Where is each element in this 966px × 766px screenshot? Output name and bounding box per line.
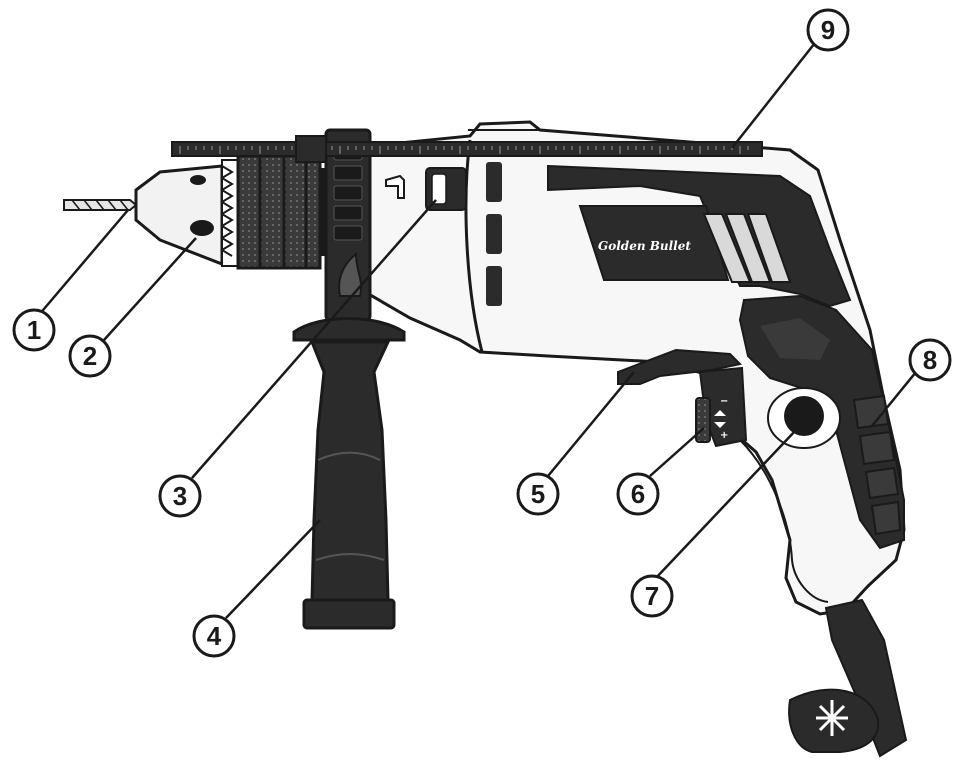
callout-label: 4 xyxy=(207,621,222,651)
brand-logo: Golden Bullet xyxy=(598,239,691,253)
callout-label: 1 xyxy=(27,315,41,345)
speed-plus-symbol: + xyxy=(720,430,728,441)
callout-4: 4 xyxy=(192,614,236,658)
callout-2: 2 xyxy=(68,334,112,378)
leader-lines xyxy=(37,33,917,619)
drill-bit xyxy=(63,199,138,211)
callout-label: 5 xyxy=(531,479,545,509)
callout-1: 1 xyxy=(12,308,56,352)
callout-9: 9 xyxy=(806,8,850,52)
callout-7: 7 xyxy=(630,574,674,618)
callout-3: 3 xyxy=(158,474,202,518)
speed-minus-symbol: − xyxy=(720,396,728,407)
rubber-grip xyxy=(738,294,905,550)
callout-label: 3 xyxy=(173,481,187,511)
callout-label: 7 xyxy=(645,581,659,611)
callout-5: 5 xyxy=(516,472,560,516)
callouts: 1 2 3 4 5 6 7 8 xyxy=(12,8,952,658)
mode-switch xyxy=(385,167,467,211)
depth-gauge xyxy=(171,135,763,163)
side-handle xyxy=(292,128,406,630)
snowflake-icon xyxy=(816,700,848,736)
callout-6: 6 xyxy=(616,472,660,516)
power-cord xyxy=(788,598,908,758)
chuck xyxy=(134,154,330,270)
callout-label: 6 xyxy=(631,479,645,509)
lock-button xyxy=(767,387,841,449)
callout-8: 8 xyxy=(908,338,952,382)
callout-label: 8 xyxy=(923,345,937,375)
callout-label: 9 xyxy=(821,15,835,45)
drill-body: Golden Bullet xyxy=(328,120,906,616)
callout-label: 2 xyxy=(83,341,97,371)
brand-plate xyxy=(578,205,730,281)
